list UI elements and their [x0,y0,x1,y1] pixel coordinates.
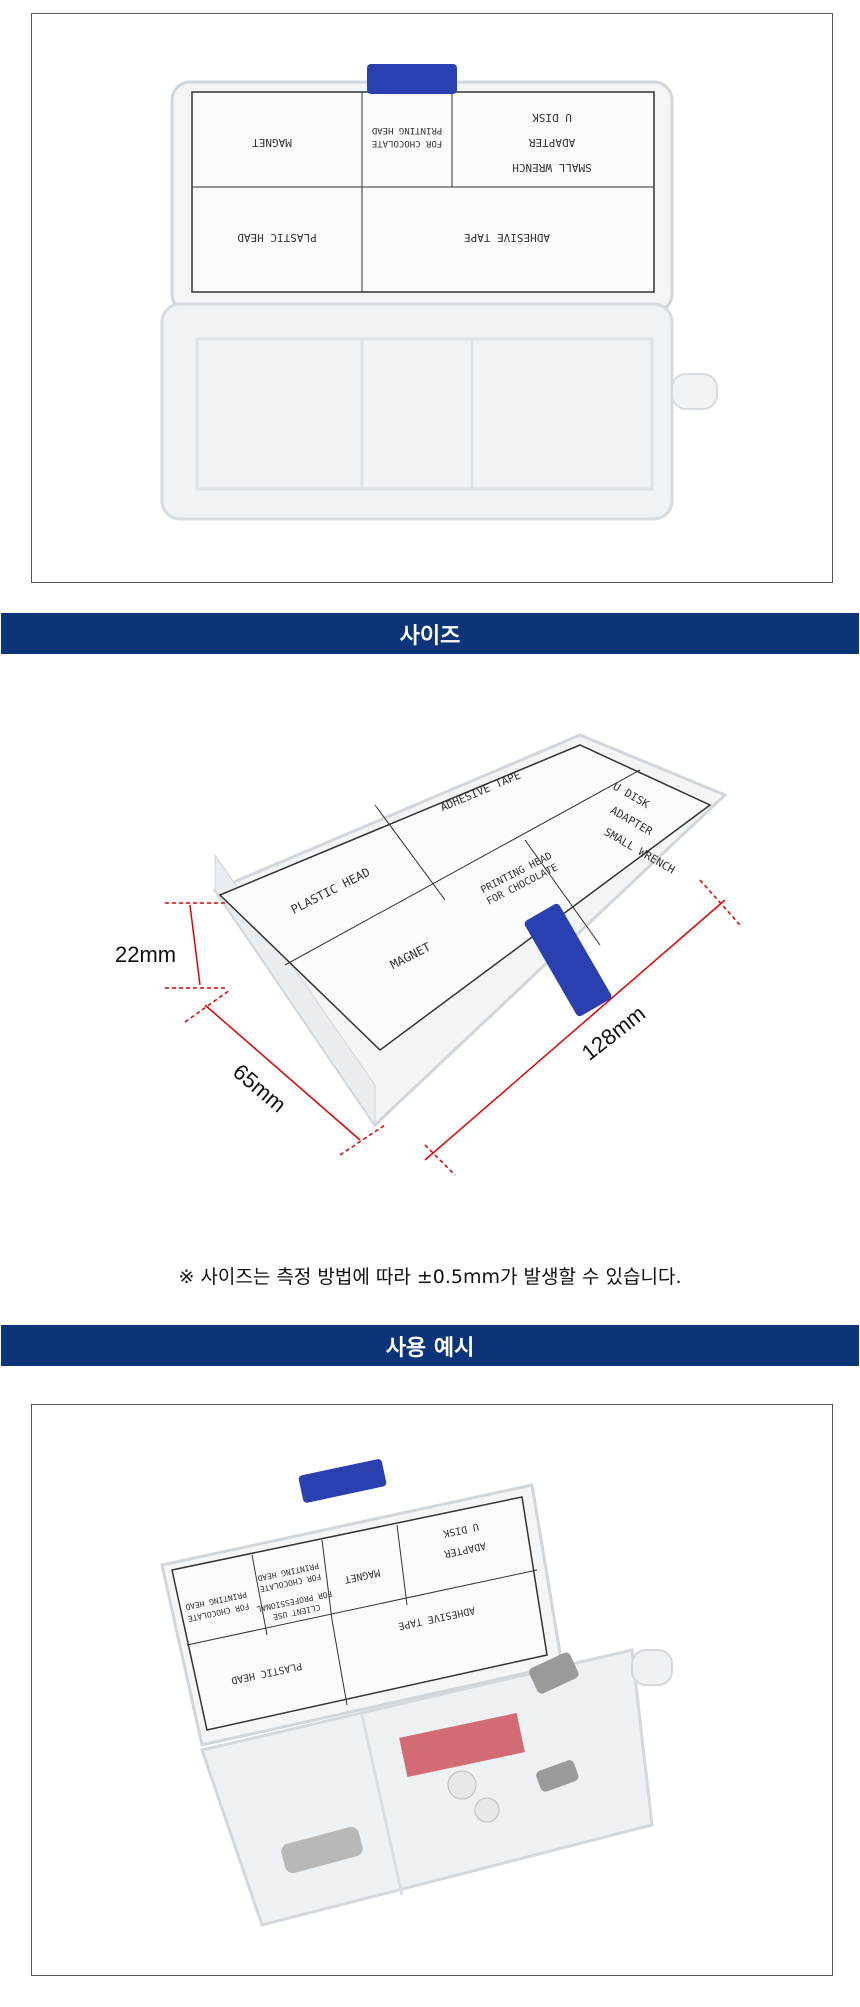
width-dimension: 65mm [228,1059,291,1117]
label-plastic-head: PLASTIC HEAD [237,231,316,244]
label-for-chocolate: FOR CHOCOLATE [372,138,442,148]
usage-section-banner: 사용 예시 [1,1325,859,1366]
label-adhesive-tape: ADHESIVE TAPE [464,231,550,244]
label-small-wrench: SMALL WRENCH [512,161,591,174]
organizer-box-photo: MAGNET FOR CHOCOLATE PRINTING HEAD SMALL … [160,64,718,521]
height-dimension: 22mm [115,942,176,967]
size-tolerance-note: ※ 사이즈는 측정 방법에 따라 ±0.5mm가 발생할 수 있습니다. [178,1266,682,1288]
label-printing-head: PRINTING HEAD [372,125,442,135]
label-u-disk: U DISK [532,111,572,124]
product-photo-frame: MAGNET FOR CHOCOLATE PRINTING HEAD SMALL … [31,13,833,583]
size-section-banner: 사이즈 [1,613,859,654]
label-magnet: MAGNET [252,136,292,149]
label-adapter: ADAPTER [528,136,575,149]
